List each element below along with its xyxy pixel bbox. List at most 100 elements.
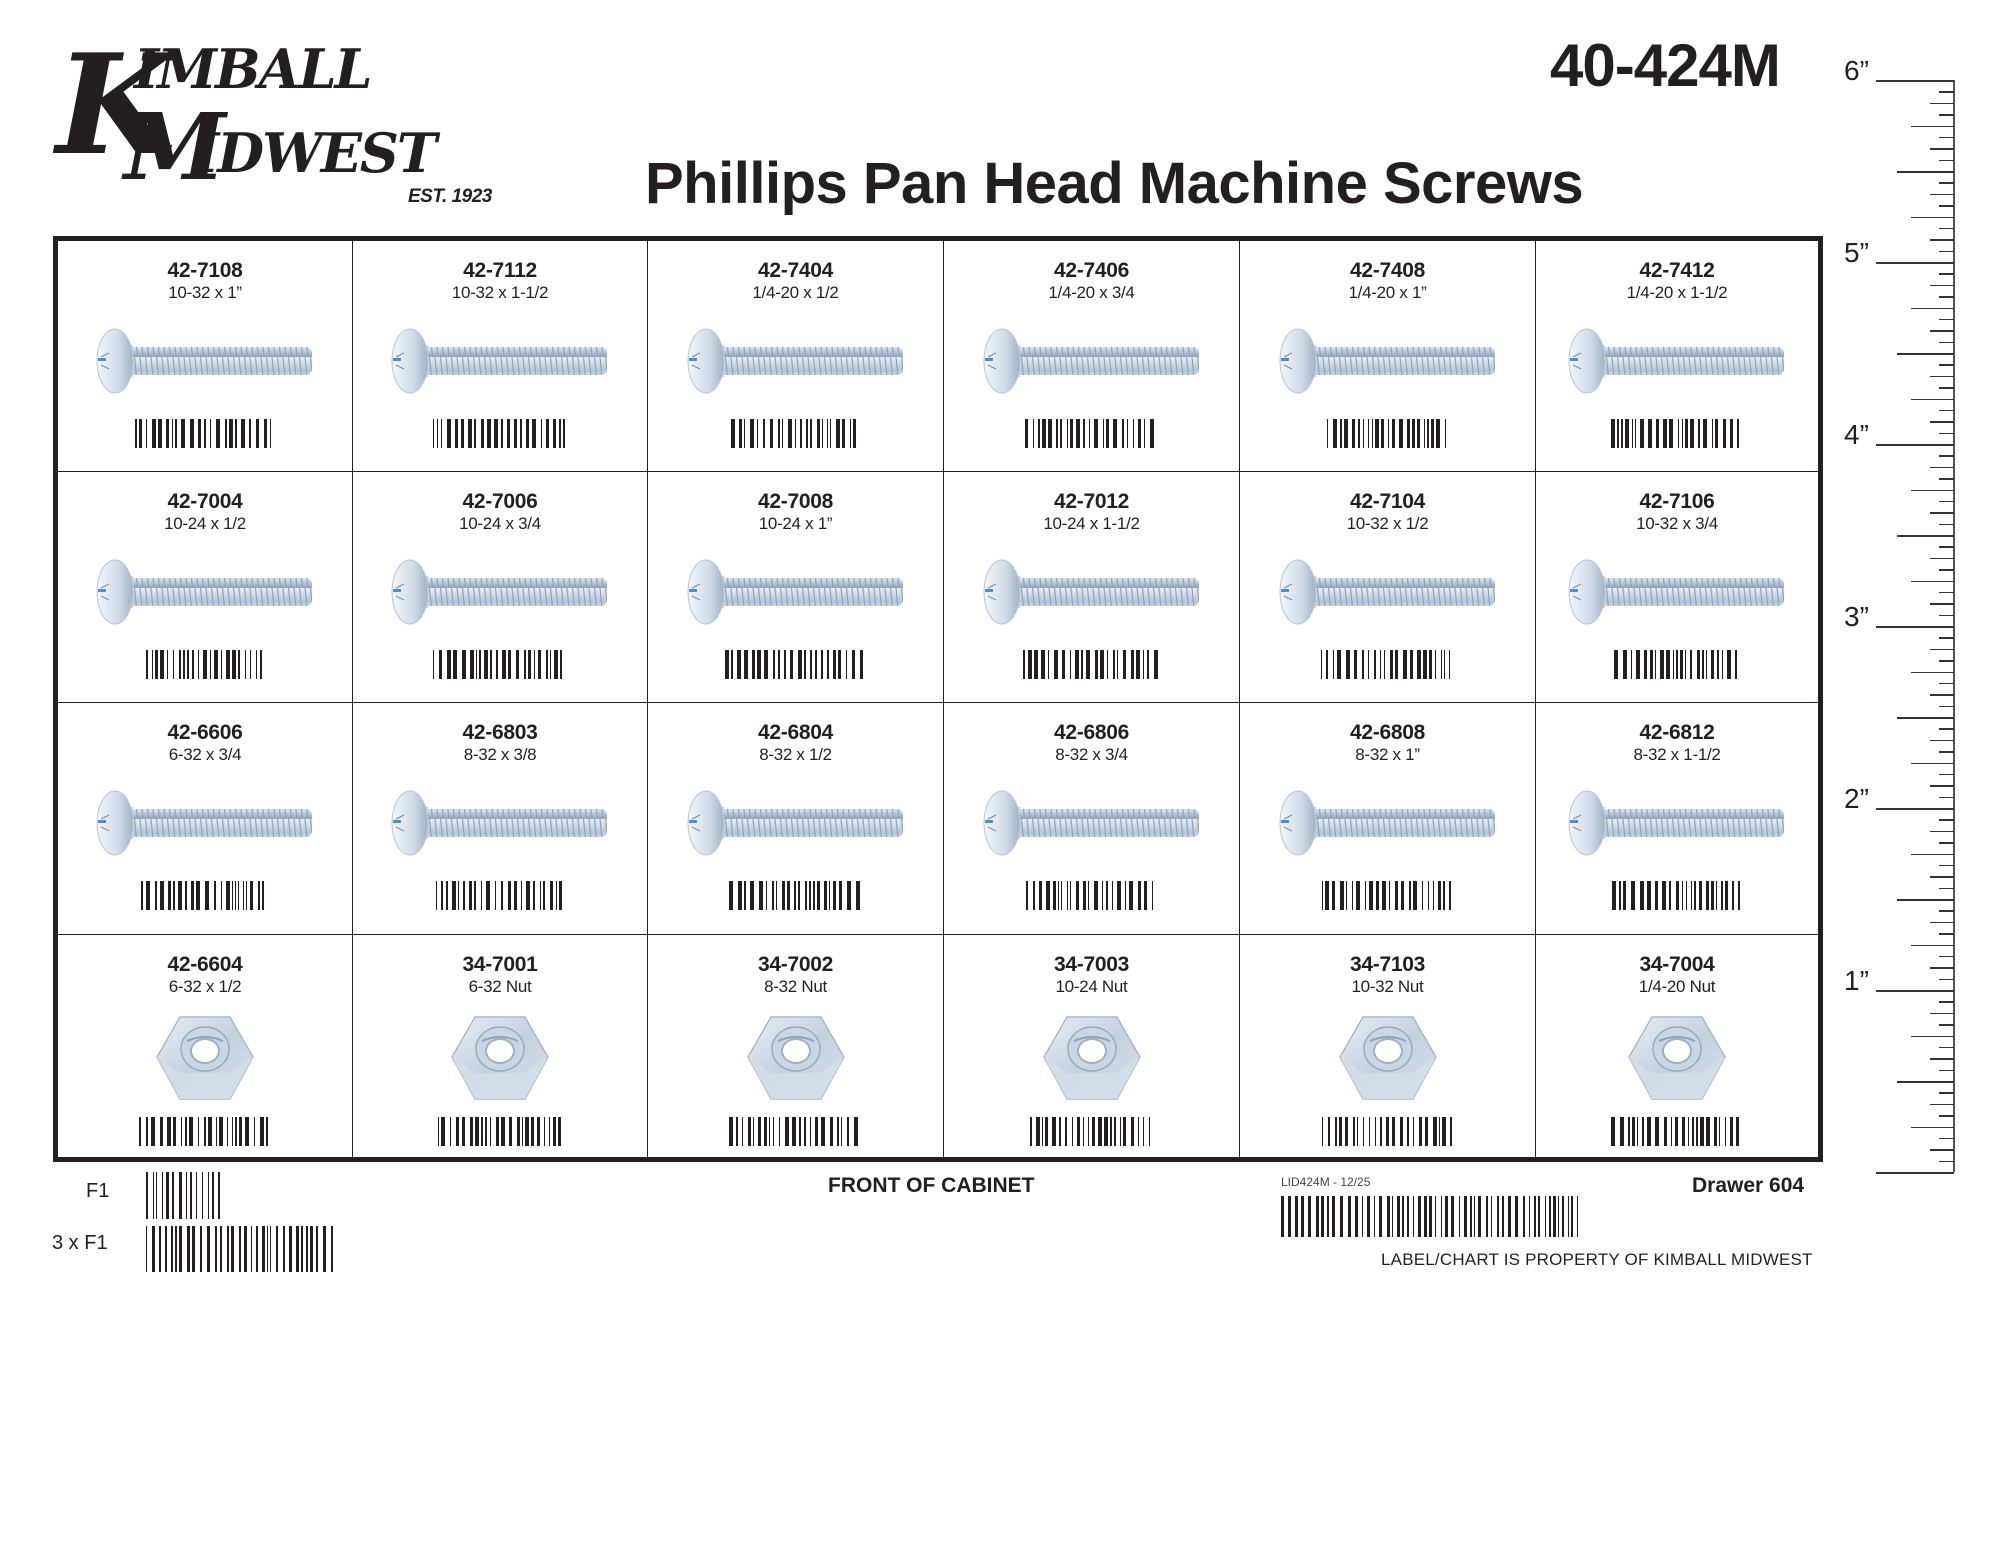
ruler-tick (1911, 671, 1954, 674)
ruler-label: 6” (1844, 55, 1869, 86)
ruler-tick (1939, 728, 1954, 730)
ruler-tick (1939, 500, 1954, 503)
ruler-tick (1911, 489, 1954, 492)
part-size: 1/4-20 x 1-1/2 (1626, 283, 1728, 302)
part-number: 42-7104 (1350, 490, 1425, 513)
screw-icon (1240, 789, 1535, 857)
screw-icon (944, 789, 1239, 857)
screw-image (1568, 328, 1784, 394)
part-size: 10-24 x 1” (758, 514, 833, 533)
ruler-tick (1930, 466, 1954, 469)
part-size: 8-32 x 3/4 (1055, 745, 1128, 764)
ruler-tick (1876, 626, 1954, 628)
screw-image (983, 328, 1199, 394)
inch-ruler: 6”5”4”3”2”1” (1840, 56, 1980, 1200)
screw-icon (648, 327, 943, 395)
ruler-tick (1930, 102, 1954, 105)
ruler-tick (1939, 1137, 1954, 1140)
ruler-tick (1939, 751, 1954, 753)
property-notice: LABEL/CHART IS PROPERTY OF KIMBALL MIDWE… (1381, 1250, 1813, 1269)
screw-icon (1240, 327, 1535, 395)
part-barcode (58, 650, 352, 679)
part-barcode (648, 1117, 943, 1146)
ruler-tick (1930, 1149, 1954, 1151)
ruler-tick (1939, 819, 1954, 821)
ruler-tick (1939, 705, 1954, 708)
ruler-tick (1939, 455, 1954, 457)
ruler-tick (1939, 842, 1954, 844)
page-title: Phillips Pan Head Machine Screws (645, 151, 1584, 216)
screw-image (1279, 790, 1495, 856)
screw-icon (353, 789, 647, 857)
part-number: 42-6803 (462, 721, 538, 744)
screw-icon (58, 327, 352, 395)
ruler-tick (1939, 1115, 1954, 1117)
ruler-tick (1939, 296, 1954, 298)
ruler-tick (1911, 1126, 1954, 1129)
ruler-tick (1897, 717, 1954, 719)
part-size: 10-24 Nut (1055, 977, 1128, 996)
ruler-tick (1939, 478, 1954, 480)
screw-icon (353, 327, 647, 395)
part-number: 42-7404 (758, 259, 833, 282)
screw-image (1279, 328, 1495, 394)
part-number: 42-6604 (167, 953, 243, 976)
kit-part-number: 40-424M (1550, 32, 1781, 99)
screw-image (96, 328, 312, 394)
ruler-tick (1939, 887, 1954, 890)
nut-icon (944, 1013, 1239, 1103)
ruler-tick (1930, 967, 1954, 969)
ruler-tick (1876, 444, 1954, 446)
screw-icon (944, 327, 1239, 395)
screw-icon (1240, 558, 1535, 626)
part-number: 42-6804 (758, 721, 833, 744)
logo-est: EST. 1923 (408, 186, 492, 207)
nut-icon (1536, 1013, 1818, 1103)
part-barcode (353, 881, 647, 910)
part-barcode (1240, 1117, 1535, 1146)
part-size: 1/4-20 x 1/2 (752, 283, 839, 302)
ruler-tick (1939, 569, 1954, 571)
ruler-tick (1939, 796, 1954, 799)
logo-imball: IMBALL (134, 37, 373, 101)
ruler-tick (1930, 330, 1954, 332)
ruler-tick (1939, 273, 1954, 275)
part-number: 42-7112 (463, 259, 537, 282)
part-size: 8-32 x 3/8 (463, 745, 537, 764)
part-size: 6-32 x 3/4 (168, 745, 242, 764)
part-barcode (1240, 881, 1535, 910)
part-size: 1/4-20 Nut (1638, 977, 1716, 996)
part-number: 42-7004 (167, 490, 243, 513)
ruler-tick (1897, 899, 1954, 901)
ruler-spine (1953, 80, 1955, 1172)
part-number: 42-7406 (1054, 259, 1129, 282)
hex-nut-image (746, 1016, 845, 1100)
ruler-tick (1876, 990, 1954, 992)
logo-m: M (124, 93, 226, 201)
part-barcode (648, 419, 943, 448)
ruler-tick (1876, 80, 1954, 82)
ruler-tick (1930, 739, 1954, 742)
ruler-tick (1930, 193, 1954, 196)
part-number: 42-7108 (167, 259, 243, 282)
screw-image (687, 559, 903, 625)
ruler-tick (1930, 830, 1954, 833)
screw-image (983, 559, 1199, 625)
part-barcode (944, 1117, 1239, 1146)
ruler-tick (1939, 682, 1954, 685)
ruler-tick (1930, 603, 1954, 605)
screw-image (96, 559, 312, 625)
screw-image (391, 790, 607, 856)
screw-image (391, 559, 607, 625)
ruler-tick (1939, 227, 1954, 230)
part-size: 6-32 x 1/2 (168, 977, 242, 996)
